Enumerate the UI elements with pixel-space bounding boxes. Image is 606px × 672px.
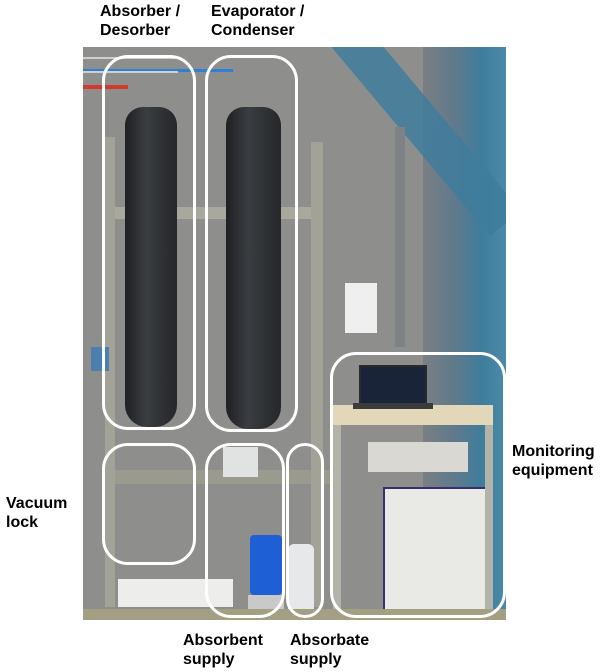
label-absorbate-supply: Absorbate supply [290,632,370,668]
box-monitoring-equipment [330,352,506,618]
blue-pipe [83,69,233,72]
label-monitoring-equipment: Monitoring equipment [512,443,595,479]
cabinet-frame [333,425,493,615]
frame-shelf-middle [103,470,333,484]
cable-tray [83,57,178,73]
box-evaporator-condenser [205,55,298,432]
box-absorbent-supply [205,443,285,618]
label-evaporator-condenser: Evaporator / Condenser [211,3,305,39]
control-cabinet [383,487,492,616]
red-pipe [83,85,128,89]
label-absorbent-supply: Absorbent supply [183,632,263,668]
evaporator-column [226,107,281,429]
absorber-column [125,107,177,427]
frame-post-right [311,142,323,607]
wall-socket [345,283,377,333]
frame-post-left [105,137,115,607]
monitoring-table [333,405,493,425]
label-vacuum-lock: Vacuum lock [6,495,68,531]
power-supply-units [368,442,468,472]
drain-pipe [395,127,405,347]
blue-canister [250,535,282,595]
apparatus-photo [83,47,506,620]
box-absorber-desorber [102,55,196,430]
box-vacuum-lock [102,443,196,565]
label-absorber-desorber: Absorber / Desorber [100,3,181,39]
box-absorbate-supply [286,443,324,618]
laptop-base [353,403,433,409]
